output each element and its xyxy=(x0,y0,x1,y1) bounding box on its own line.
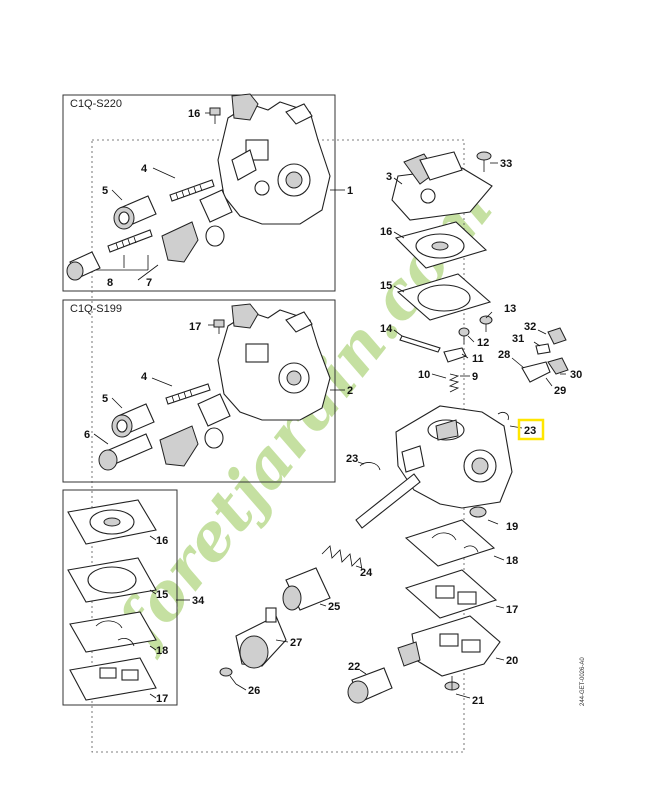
callout-label: 1 xyxy=(347,185,353,197)
callout-label: 17 xyxy=(189,321,201,333)
callout-label: 5 xyxy=(102,185,108,197)
callout-label: 16 xyxy=(188,108,200,120)
callout-label: 4 xyxy=(141,163,148,175)
screw-icon xyxy=(209,107,221,124)
filter-screen-icon xyxy=(469,506,487,518)
lever-icon xyxy=(443,347,467,363)
callout-label: 27 xyxy=(290,637,302,649)
carburetor-body-icon xyxy=(395,405,513,509)
screw-icon xyxy=(458,327,470,344)
clip-icon xyxy=(359,412,509,471)
shaft-icon xyxy=(355,473,421,529)
gasket-icon xyxy=(69,657,157,701)
callout-label: 29 xyxy=(554,385,566,397)
callout-label: 10 xyxy=(418,369,430,381)
callout-label: 18 xyxy=(506,555,518,567)
callout-label: 24 xyxy=(360,567,373,579)
fitting-icon xyxy=(535,327,567,355)
screw-icon xyxy=(444,676,460,691)
spring-needle-icon xyxy=(107,229,153,253)
limiter-cap-icon xyxy=(347,667,393,704)
callout-label: 16 xyxy=(380,226,392,238)
part-labels: 16 4 5 1 8 7 17 4 2 5 6 33 3 16 15 13 14… xyxy=(84,108,582,707)
callout-label: 21 xyxy=(472,695,484,707)
screw-icon xyxy=(213,319,225,334)
box-title: C1Q-S199 xyxy=(70,303,122,315)
shaft-assembly-icon xyxy=(161,189,233,263)
gasket-icon xyxy=(67,557,157,603)
callout-label: 11 xyxy=(472,353,484,365)
callout-label: 31 xyxy=(512,333,524,345)
callout-label: 13 xyxy=(504,303,516,315)
reference-code: 244-GET-0026-A0 xyxy=(580,657,586,706)
limiter-cap-icon xyxy=(98,433,153,471)
box-frame xyxy=(62,489,178,706)
box-c1q-s220: C1Q-S220 xyxy=(62,93,345,292)
pin-icon xyxy=(399,335,441,353)
callout-label: 23 xyxy=(346,453,358,465)
box-frame xyxy=(62,299,336,483)
callout-label: 22 xyxy=(348,661,360,673)
spring-icon xyxy=(448,373,460,393)
callout-label: 28 xyxy=(498,349,510,361)
callout-label: 9 xyxy=(472,371,478,383)
gasket-icon xyxy=(69,611,157,653)
sleeve-icon xyxy=(282,567,331,611)
highlight-box xyxy=(517,418,545,441)
callout-label: 6 xyxy=(84,429,90,441)
box-title: C1Q-S220 xyxy=(70,98,122,110)
callout-label: 4 xyxy=(141,371,148,383)
gasket-icon xyxy=(396,273,492,321)
box-c1q-s199: C1Q-S199 xyxy=(62,299,345,483)
callout-label: 15 xyxy=(380,280,392,292)
diaphragm-icon xyxy=(404,569,498,619)
callout-label: 34 xyxy=(192,595,205,607)
shaft-assembly-icon xyxy=(159,393,231,467)
callout-label: 17 xyxy=(156,693,168,705)
callout-label: 2 xyxy=(347,385,353,397)
limiter-cap-icon xyxy=(113,195,157,230)
callout-label: 15 xyxy=(156,589,168,601)
callout-label: 16 xyxy=(156,535,168,547)
limiter-cap-icon xyxy=(111,403,155,438)
screw-icon xyxy=(476,151,492,172)
screw-icon xyxy=(219,667,237,685)
lever-icon xyxy=(521,357,569,383)
callout-label: 8 xyxy=(107,277,113,289)
callout-label: 26 xyxy=(248,685,260,697)
callout-label: 5 xyxy=(102,393,108,405)
callout-label: 12 xyxy=(477,337,489,349)
carburetor-body-icon xyxy=(217,93,331,225)
knob-icon xyxy=(235,607,287,669)
callout-label: 19 xyxy=(506,521,518,533)
callout-label: 7 xyxy=(146,277,152,289)
diaphragm-icon xyxy=(394,221,488,269)
callout-label: 17 xyxy=(506,604,518,616)
needle-icon xyxy=(165,383,211,405)
callout-label-highlighted: 23 xyxy=(524,425,536,437)
diaphragm-icon xyxy=(67,499,157,545)
cover-icon xyxy=(391,151,493,221)
box-kit-34 xyxy=(62,489,190,706)
box-frame xyxy=(62,94,336,292)
callout-label: 33 xyxy=(500,158,512,170)
callout-label: 3 xyxy=(386,171,392,183)
callout-label: 18 xyxy=(156,645,168,657)
screw-icon xyxy=(479,315,493,332)
callout-label: 25 xyxy=(328,601,340,613)
needle-icon xyxy=(169,179,215,202)
spring-icon xyxy=(321,545,363,571)
carburetor-body-icon xyxy=(217,303,331,421)
callout-label: 20 xyxy=(506,655,518,667)
callout-label: 32 xyxy=(524,321,536,333)
callout-label: 14 xyxy=(380,323,393,335)
limiter-cap-icon xyxy=(66,251,101,281)
gasket-icon xyxy=(404,519,496,567)
pump-cover-icon xyxy=(397,615,501,677)
callout-label: 30 xyxy=(570,369,582,381)
exploded-view xyxy=(219,151,569,704)
